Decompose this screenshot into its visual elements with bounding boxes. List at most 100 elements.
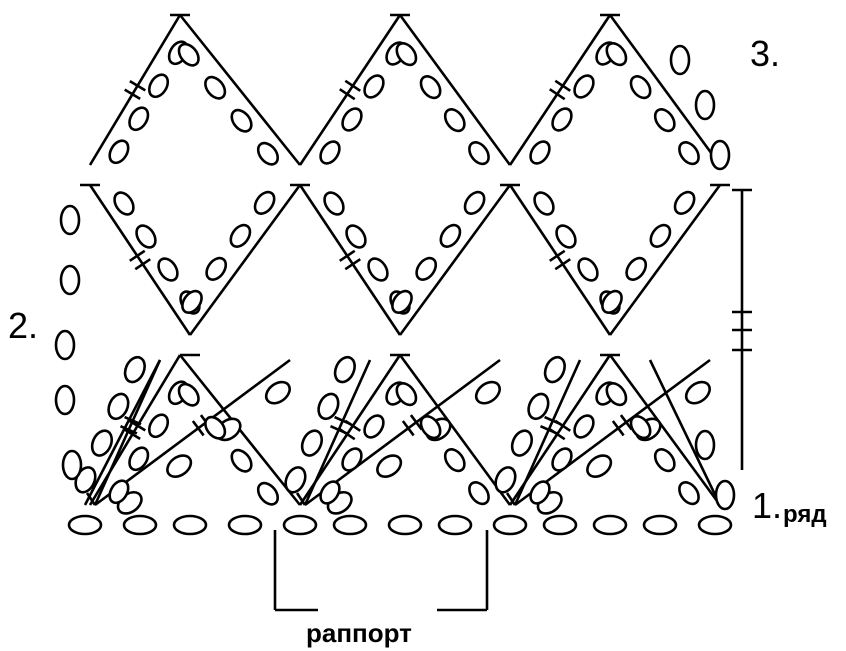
row2-leg (188, 184, 302, 336)
turning-chain-left (59, 204, 81, 236)
dc-crossbar (339, 419, 361, 441)
leg-chain (391, 289, 413, 314)
turning-chain-left (59, 264, 81, 296)
leg-chain (625, 256, 648, 281)
leg-chain (135, 224, 157, 249)
stitch-base-mark (505, 492, 517, 506)
leg-chain (605, 382, 628, 407)
turning-chain-right (694, 89, 716, 121)
leg-chain (653, 108, 676, 133)
leg-chain (551, 447, 573, 472)
chain-stitch (300, 429, 324, 457)
turning-chain-right (709, 139, 731, 171)
leg-chain (529, 480, 551, 505)
chain-stitch (527, 392, 550, 421)
leg-chain (419, 75, 442, 100)
row1-leg (88, 354, 182, 506)
leg-chain (573, 414, 595, 439)
row1-leg (508, 354, 612, 506)
leg-chain (256, 141, 280, 166)
leg-chain (148, 413, 170, 439)
leg-chain (443, 108, 466, 133)
leg-chain (601, 289, 623, 314)
chain-stitch (123, 355, 146, 384)
foundation-chain (592, 514, 628, 536)
leg-chain (177, 42, 200, 67)
leg-chain (345, 224, 367, 249)
leg-chain (533, 191, 555, 216)
repeat-bracket (273, 530, 489, 612)
dc-crossbar (124, 419, 146, 441)
dc-crossbar (129, 249, 151, 271)
stitch-base-mark (295, 492, 307, 506)
leg-chain (181, 289, 203, 314)
chain-stitch (684, 380, 711, 405)
foundation-chain (387, 514, 423, 536)
leg-chain (678, 141, 700, 166)
dc-crossbar (549, 79, 571, 101)
chain-stitch (494, 466, 517, 494)
leg-chain (108, 479, 130, 505)
chain-stitch (264, 380, 291, 405)
leg-chain (629, 75, 652, 100)
foundation-chain (642, 514, 678, 536)
leg-chain (463, 190, 486, 215)
chain-stitch (317, 392, 340, 421)
row3-leg (508, 14, 612, 166)
foundation-chain (282, 514, 318, 536)
chain-stitch (376, 454, 403, 479)
foundation-chain (437, 514, 473, 536)
row-1-number-label: 1. (752, 485, 783, 526)
row1-edge-left (83, 359, 162, 506)
leg-chain (113, 191, 135, 216)
row3-leg (398, 14, 512, 166)
leg-chain (573, 74, 595, 99)
dc-crossbar (339, 249, 361, 271)
chain-stitch (510, 429, 534, 457)
foundation-chain (542, 514, 578, 536)
leg-chain (439, 223, 462, 248)
foundation-chain (172, 514, 208, 536)
leg-chain (319, 140, 341, 165)
chart-chain-stitches (54, 40, 736, 536)
leg-chain (551, 107, 573, 132)
double-crochet-stitch (514, 358, 711, 507)
leg-chain (341, 447, 363, 472)
leg-chain (204, 75, 227, 100)
leg-chain (108, 139, 130, 165)
dc-crossbar (124, 79, 146, 101)
leg-chain (629, 415, 652, 440)
row2-leg (608, 184, 722, 336)
row2-leg (398, 184, 512, 336)
leg-chain (363, 74, 385, 99)
turning-chain-left (54, 384, 76, 416)
dc-crossbar (339, 79, 361, 101)
stitch-base-mark (85, 492, 97, 506)
turning-chain-right (669, 44, 691, 76)
foundation-chain (122, 514, 158, 536)
leg-chain (230, 108, 253, 133)
chain-stitch (284, 466, 307, 494)
leg-chain (678, 481, 700, 506)
leg-chain (605, 42, 628, 67)
turning-chain-right (714, 479, 736, 511)
row3-leg (298, 14, 402, 166)
leg-chain (363, 414, 385, 439)
leg-chain (319, 480, 341, 505)
leg-chain (415, 256, 438, 281)
leg-chain (367, 257, 389, 282)
chain-stitch (543, 355, 566, 384)
foundation-chain (227, 514, 263, 536)
turning-chain-left (61, 449, 83, 481)
leg-chain (419, 415, 442, 440)
chain-stitch (586, 454, 613, 479)
leg-chain (341, 107, 363, 132)
leg-chain (205, 256, 228, 281)
row2-leg (88, 184, 192, 336)
leg-chain (148, 73, 170, 99)
leg-chain (395, 382, 418, 407)
foundation-chain (67, 514, 103, 536)
leg-chain (468, 481, 490, 506)
leg-chain (577, 257, 599, 282)
row3-leg (178, 14, 302, 166)
